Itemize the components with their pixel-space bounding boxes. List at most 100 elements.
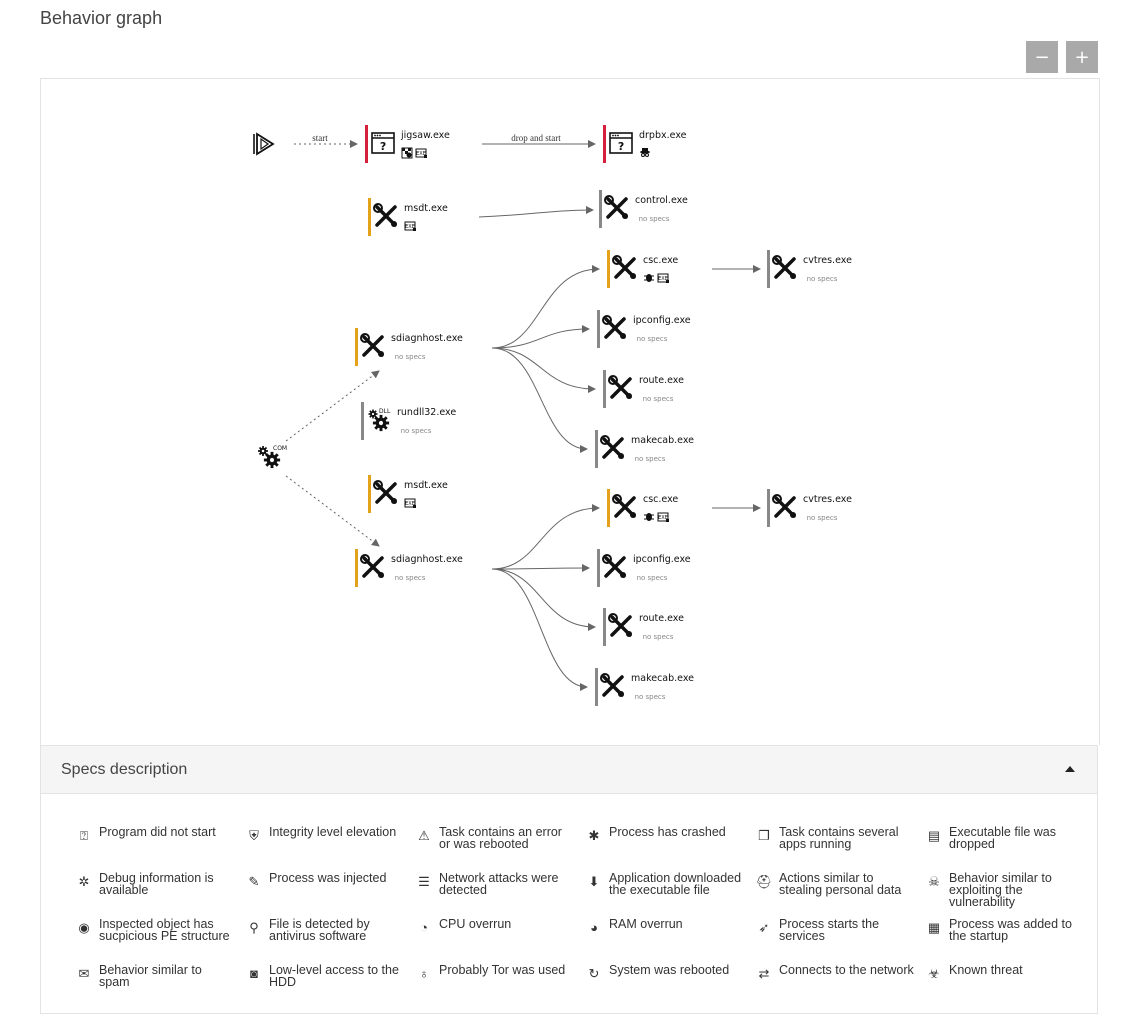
process-name: drpbx.exe [639,130,687,141]
spec-label: CPU overrun [439,917,512,931]
tools-icon [611,254,638,281]
edge-msdt-control [478,206,594,218]
process-name: sdiagnhost.exe [391,333,463,344]
process-node-drpbx[interactable]: drpbx.exe [603,125,687,163]
process-node-sdiag1[interactable]: sdiagnhost.exe no specs [355,328,463,366]
spec-item: ◉Inspected object has sucpicious PE stru… [75,918,235,943]
spec-label: Application downloaded the executable fi… [609,871,742,897]
zoom-out-button[interactable]: − [1026,41,1058,73]
edge-sdiag1-csc1 [491,265,600,349]
graph-nodes: jigsaw.exe drpbx.exe msdt.exe control.exeno… [355,125,852,706]
edge-sdiag2-route2 [491,568,596,631]
spec-label: System was rebooted [609,963,730,977]
spec-item: ◕RAM overrun [585,918,745,935]
spec-item: ✲Debug information is available [75,872,235,897]
page-title: Behavior graph [40,8,163,28]
hdd-icon: ◙ [250,966,258,981]
edge-sdiag1-ipconfig1 [491,325,590,349]
pe-structure-icon: ◉ [78,920,90,935]
spec-item: ☠Behavior similar to exploiting the vuln… [925,871,1085,909]
spec-label: Network attacks were detected [439,871,559,897]
tools-icon [607,612,634,639]
spec-label: Actions similar to stealing personal dat… [779,871,902,897]
edge-sdiag2-makecab2 [491,568,588,691]
tor-icon: ♁ [419,966,429,981]
no-specs-label: no specs [637,335,668,343]
download-exe-icon: ⬇ [588,874,600,889]
tools-icon [611,493,638,520]
spec-item: ⚠Task contains an error or was rebooted [415,825,575,851]
process-name: csc.exe [643,255,678,266]
tools-icon [599,434,626,461]
zoom-in-button[interactable]: + [1066,41,1098,73]
spec-item: ➶Process starts the services [755,918,915,943]
process-node-msdt1[interactable]: msdt.exe [368,198,448,236]
spec-item: ⛑ Actions similar to stealing personal da… [755,871,915,897]
spec-label: Probably Tor was used [439,963,566,977]
node-status-bar [607,489,610,527]
node-status-bar [603,370,606,408]
exe-dropped-icon [404,221,417,232]
edge-label-start: start [312,133,328,143]
no-specs-label: no specs [395,353,426,361]
edge-sdiag1-makecab1 [491,347,588,453]
no-specs-label: no specs [635,693,666,701]
node-status-bar [603,125,606,163]
process-node-msdt2[interactable]: msdt.exe [368,475,448,513]
node-status-bar [767,250,770,288]
process-name: msdt.exe [404,203,448,214]
spec-item: ◙Low-level access to the HDD [245,964,405,989]
process-node-ipconfig1[interactable]: ipconfig.exe no specs [597,310,691,348]
tools-icon [359,332,386,359]
behavior-graph-canvas[interactable]: ? EXE [40,78,1100,745]
spec-item: ☣Known threat [925,964,1085,981]
spec-item: ⚲File is detected by antivirus software [245,918,405,943]
window-question-icon [609,132,633,154]
com-gear-icon[interactable]: COM [258,445,287,469]
node-status-bar [368,475,371,513]
tools-icon [771,493,798,520]
process-node-csc2[interactable]: csc.exe [607,489,678,527]
spy-icon [639,147,651,157]
divider [40,1013,1098,1014]
connect-icon: ⇄ [758,966,770,981]
specs-header[interactable]: Specs description [40,745,1098,794]
specs-legend: ⍰Program did not start⛨Integrity level e… [40,794,1098,1014]
graph-svg: ? EXE [253,125,852,706]
spy-icon: ⛑ [755,874,773,889]
spec-label: Task contains an error or was rebooted [439,825,562,851]
reboot-icon: ↻ [588,966,600,981]
process-name: ipconfig.exe [633,554,691,565]
bug-icon [643,512,655,522]
tools-icon [372,202,399,229]
node-status-bar [361,402,364,440]
collapse-up-icon[interactable] [1065,766,1075,772]
spec-label: Behavior similar to exploiting the vulne… [949,871,1052,909]
tools-icon [771,254,798,281]
no-specs-label: no specs [807,514,838,522]
node-status-bar [607,250,610,288]
spec-item: ✉Behavior similar to spam [75,964,235,989]
process-node-jigsaw[interactable]: jigsaw.exe [365,125,450,163]
antivirus-icon: ⚲ [249,920,259,935]
process-name: makecab.exe [631,435,694,446]
node-status-bar [597,310,600,348]
process-node-csc1[interactable]: csc.exe [607,250,678,288]
node-status-bar [597,549,600,587]
process-name: ipconfig.exe [633,315,691,326]
process-name: msdt.exe [404,480,448,491]
bug-icon [643,273,655,283]
exe-dropped-icon: ▤ [927,828,941,843]
spec-item: ✎Process was injected [245,872,405,889]
